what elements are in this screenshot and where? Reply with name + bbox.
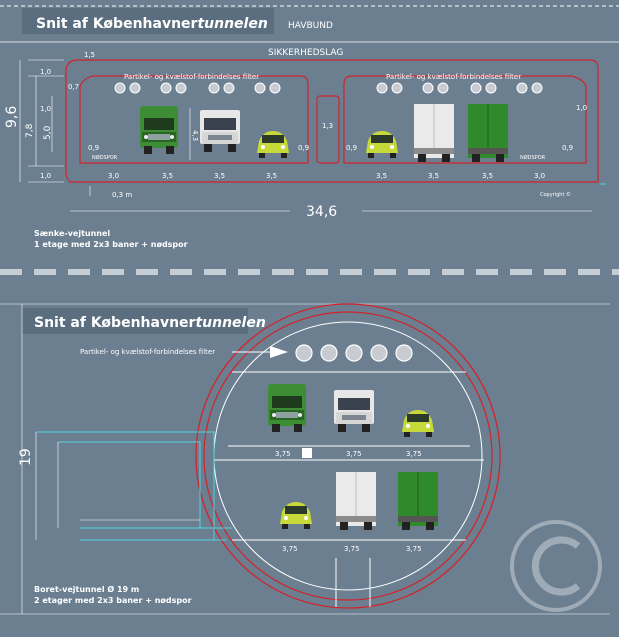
- top-caption-2: 1 etage med 2x3 baner + nødspor: [34, 240, 188, 249]
- dim-10-b: 1,0: [40, 105, 51, 113]
- dim-43: 4,3: [191, 130, 199, 141]
- bore-middle-ring: [203, 311, 493, 601]
- bottom-truck-green-icon: [268, 384, 306, 432]
- filter-arrow-icon: [270, 346, 288, 358]
- dim-10-c: 1,0: [40, 172, 51, 180]
- dim-03: 0,3 m: [112, 191, 132, 199]
- lane-dims-top: 3,0 3,5 3,5 3,5 3,5 3,5 3,5 3,0: [108, 172, 545, 180]
- car-yellow-icon: [257, 131, 289, 158]
- filter-dots-right: [376, 82, 543, 94]
- dim-35-d: 3,5: [376, 172, 387, 180]
- bottom-car-yellow-icon-2: [280, 502, 312, 529]
- tunnel-outer-wall: [65, 59, 599, 183]
- nodspor-left: NØDSPOR: [92, 154, 118, 161]
- dim-13: 1,3: [322, 122, 333, 130]
- svg-text:3,75: 3,75: [346, 450, 362, 458]
- dim-07: 0,7: [68, 83, 79, 91]
- dim-09-d: 0,9: [562, 144, 573, 152]
- dim-19: 19: [18, 448, 34, 466]
- filter-label-right: Partikel- og kvælstof-forbindelses filte…: [386, 73, 521, 81]
- dim-35-b: 3,5: [214, 172, 225, 180]
- bottom-title-box: [22, 308, 248, 334]
- havbund-label: HAVBUND: [288, 21, 333, 31]
- dim-15: 1,5: [84, 51, 95, 59]
- dim-30-r: 3,0: [534, 172, 545, 180]
- dim-09-c: 0,9: [346, 144, 357, 152]
- dim-10-r: 1,0: [576, 104, 587, 112]
- sikkerhedslag-label: SIKKERHEDSLAG: [268, 48, 343, 58]
- top-title-box: [22, 8, 274, 34]
- dim-50: 5,0: [43, 125, 53, 140]
- copyright-watermark: [510, 520, 602, 612]
- right-tube: [343, 75, 587, 164]
- bottom-caption-2: 2 etager med 2x3 baner + nødspor: [34, 596, 192, 605]
- dim-35-a: 3,5: [162, 172, 173, 180]
- dim-10-a: 1,0: [40, 68, 51, 76]
- bottom-trailer-green-icon: [397, 471, 439, 531]
- truck-white-icon: [200, 110, 240, 152]
- svg-text:3,75: 3,75: [344, 545, 360, 553]
- dim-35-e: 3,5: [428, 172, 439, 180]
- center-node: [302, 448, 312, 458]
- dim-35-c: 3,5: [266, 172, 277, 180]
- dim-09-a: 0,9: [88, 144, 99, 152]
- dim-346: 34,6: [306, 204, 337, 220]
- truck-green-icon: [140, 106, 178, 154]
- dim-35-f: 3,5: [482, 172, 493, 180]
- bottom-caption-1: Boret-vejtunnel Ø 19 m: [34, 584, 139, 594]
- dim-78: 7,8: [25, 123, 35, 138]
- trailer-green-icon: [467, 103, 509, 163]
- dim-96: 9,6: [4, 106, 20, 128]
- bottom-title: Snit af Københavnertunnelen: [34, 315, 266, 331]
- car-yellow-icon-right: [366, 131, 398, 158]
- lane-dims-bottom: 3,75 3,75 3,75 3,75 3,75 3,75: [275, 450, 422, 553]
- filter-label-left: Partikel- og kvælstof-forbindelses filte…: [124, 73, 259, 81]
- left-tube: [79, 75, 309, 164]
- trailer-white-icon: [413, 103, 455, 163]
- top-title: Snit af Københavnertunnelen: [36, 16, 268, 32]
- bottom-filter-dots: [295, 344, 413, 362]
- svg-text:3,75: 3,75: [406, 545, 422, 553]
- middle-corridor: [316, 95, 340, 164]
- access-dims: [35, 432, 200, 540]
- bore-outer-ring: [195, 303, 501, 609]
- copyright-top: Copyright ©: [540, 191, 571, 198]
- dim-30-l: 3,0: [108, 172, 119, 180]
- bottom-car-yellow-icon: [402, 410, 434, 437]
- bottom-truck-white-icon: [334, 390, 374, 432]
- bottom-filter-label: Partikel- og kvælstof-forbindelses filte…: [80, 348, 215, 356]
- svg-text:3,75: 3,75: [406, 450, 422, 458]
- top-caption-1: Sænke-vejtunnel: [34, 229, 110, 238]
- filter-dots-left: [114, 82, 281, 94]
- dim-09-b: 0,9: [298, 144, 309, 152]
- access-ramp: [36, 431, 232, 541]
- svg-text:3,75: 3,75: [275, 450, 291, 458]
- nodspor-right: NØDSPOR: [520, 154, 546, 161]
- svg-text:3,75: 3,75: [282, 545, 298, 553]
- bottom-trailer-white-icon: [335, 471, 377, 531]
